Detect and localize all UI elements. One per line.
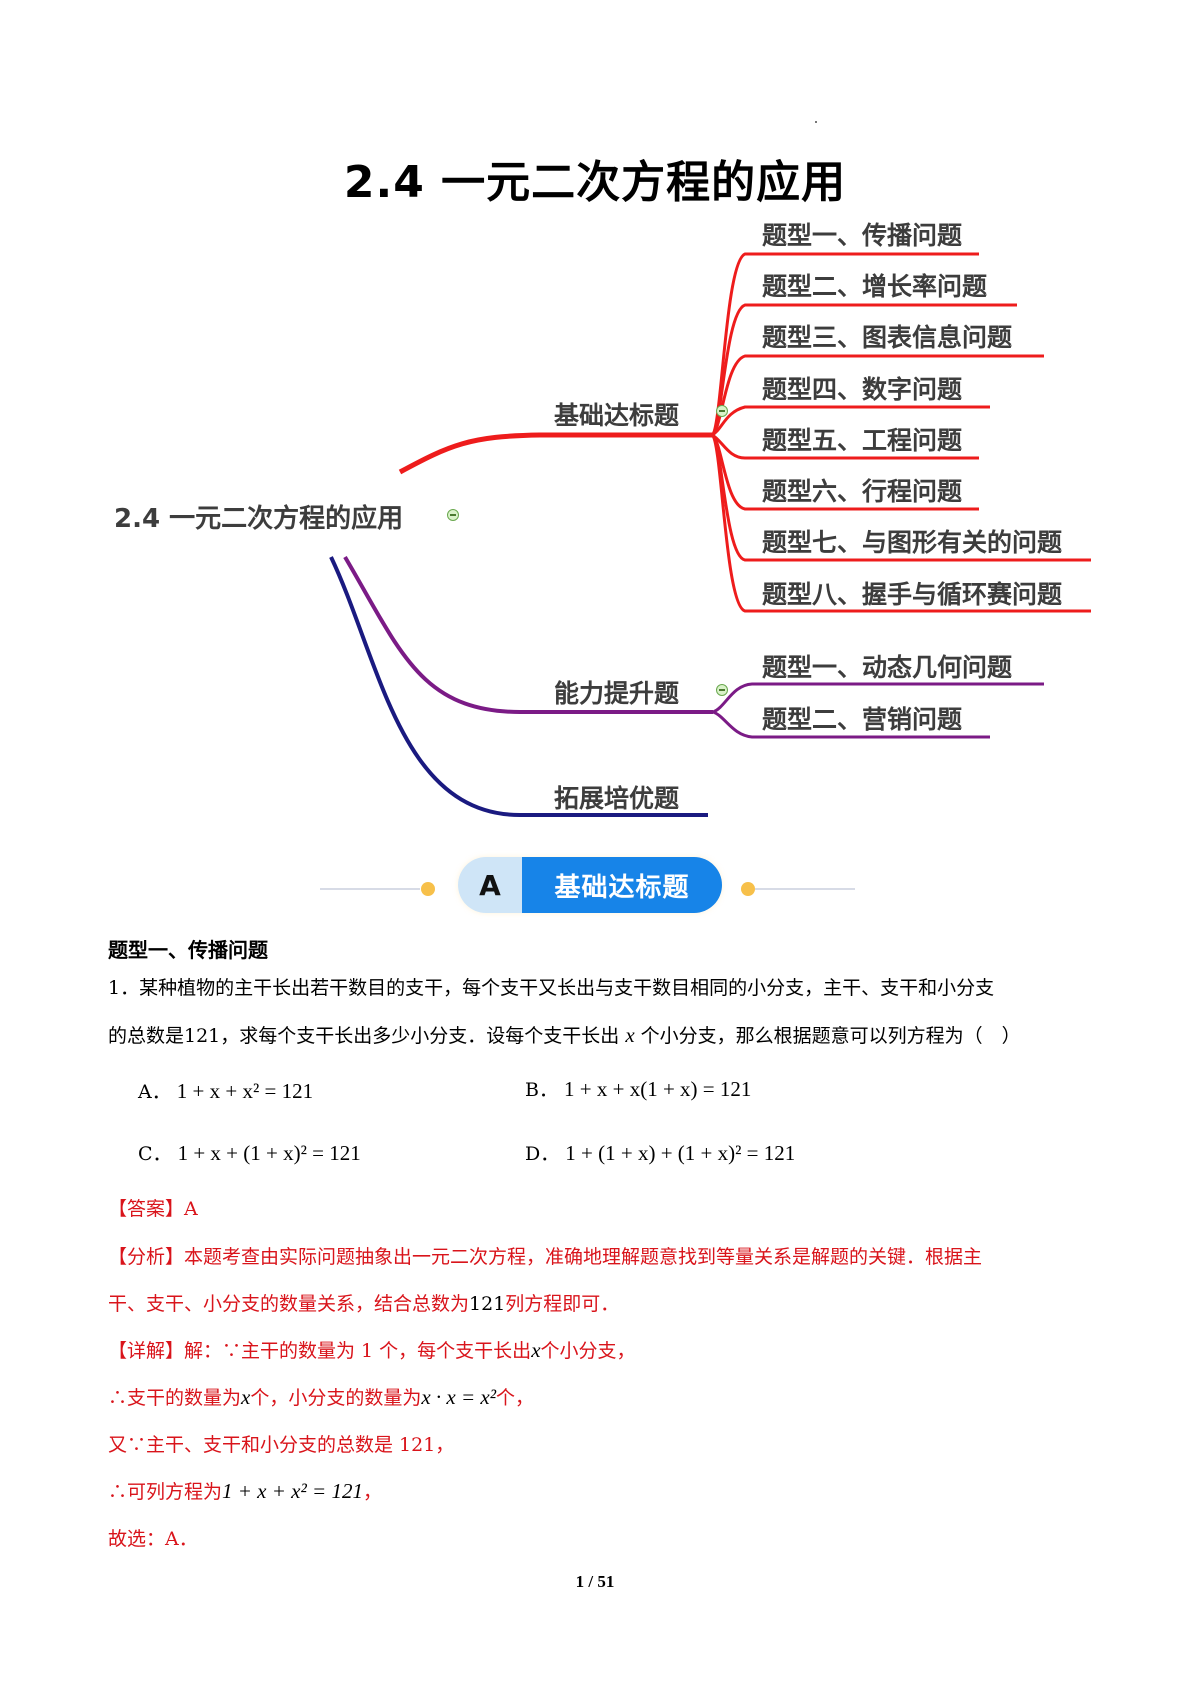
analysis-line-2: 干、支干、小分支的数量关系，结合总数为121列方程即可． bbox=[108, 1289, 619, 1316]
variable-x: x bbox=[531, 1338, 541, 1362]
mindmap-branch-advanced: 能力提升题 bbox=[554, 679, 680, 708]
banner-label: 基础达标题 bbox=[522, 857, 722, 913]
banner-letter: A bbox=[458, 857, 522, 913]
collapse-icon-basic[interactable] bbox=[716, 405, 728, 417]
banner-dot-right bbox=[741, 882, 755, 896]
detail-text: ∴支干的数量为 bbox=[108, 1387, 242, 1409]
stray-dot bbox=[815, 121, 817, 123]
analysis-text: 本题考查由实际问题抽象出一元二次方程，准确地理解题意找到等量关系是解题的关键．根… bbox=[184, 1246, 983, 1268]
answer-tag: 【答案】 bbox=[108, 1198, 185, 1220]
mindmap-item: 题型八、握手与循环赛问题 bbox=[762, 580, 1063, 609]
mindmap-branch-basic: 基础达标题 bbox=[554, 401, 680, 430]
collapse-icon-advanced[interactable] bbox=[716, 684, 728, 696]
conclusion-line: 故选：A． bbox=[108, 1528, 198, 1550]
mindmap-item: 题型二、营销问题 bbox=[762, 705, 963, 734]
mindmap-item: 题型六、行程问题 bbox=[762, 477, 963, 506]
detail-tag: 【详解】 bbox=[108, 1340, 185, 1362]
option-d[interactable]: D． 1 + (1 + x) + (1 + x)² = 121 bbox=[525, 1139, 795, 1166]
answer-value: A bbox=[184, 1198, 198, 1220]
mindmap-item: 题型二、增长率问题 bbox=[762, 272, 988, 301]
mindmap-item: 题型五、工程问题 bbox=[762, 426, 963, 455]
detail-text: 解：∵主干的数量为 1 个，每个支干长出 bbox=[184, 1340, 532, 1362]
detail-text: ∴可列方程为 bbox=[108, 1481, 223, 1503]
page-title: 2.4 一元二次方程的应用 bbox=[343, 157, 847, 208]
collapse-icon-root[interactable] bbox=[447, 509, 459, 521]
option-expr: 1 + (1 + x) + (1 + x)² = 121 bbox=[565, 1141, 796, 1165]
banner-divider-right bbox=[755, 888, 855, 890]
mindmap-root: 2.4 一元二次方程的应用 bbox=[114, 504, 404, 534]
detail-text: 个， bbox=[496, 1387, 535, 1409]
analysis-tag: 【分析】 bbox=[108, 1246, 185, 1268]
detail-line-2: ∴支干的数量为x个，小分支的数量为x · x = x²个， bbox=[108, 1383, 534, 1410]
detail-line-1: 【详解】解：∵主干的数量为 1 个，每个支干长出x个小分支， bbox=[108, 1336, 636, 1363]
variable-x: x bbox=[625, 1023, 635, 1047]
detail-line-4: ∴可列方程为1 + x + x² = 121， bbox=[108, 1477, 382, 1504]
detail-expr: 1 + x + x² = 121 bbox=[222, 1479, 363, 1503]
detail-text: ， bbox=[362, 1481, 382, 1503]
question-text: 的总数是121，求每个支干长出多少小分支．设每个支干长出 bbox=[108, 1025, 626, 1047]
mindmap-item: 题型一、动态几何问题 bbox=[762, 653, 1013, 682]
option-c[interactable]: C． 1 + x + (1 + x)² = 121 bbox=[138, 1139, 361, 1166]
option-a[interactable]: A． 1 + x + x² = 121 bbox=[138, 1077, 313, 1104]
analysis-text: 干、支干、小分支的数量关系，结合总数为 bbox=[108, 1293, 470, 1315]
section-heading: 题型一、传播问题 bbox=[108, 938, 268, 962]
analysis-number: 121 bbox=[469, 1293, 506, 1315]
option-key: C． bbox=[138, 1143, 172, 1165]
option-key: D． bbox=[525, 1143, 560, 1165]
question-line-2: 的总数是121，求每个支干长出多少小分支．设每个支干长出 x 个小分支，那么根据… bbox=[108, 1021, 1021, 1048]
mindmap-connectors bbox=[329, 252, 1091, 817]
analysis-text: 列方程即可． bbox=[505, 1293, 620, 1315]
question-text: 个小分支，那么根据题意可以列方程为（ ） bbox=[634, 1025, 1021, 1047]
detail-expr: x · x = x² bbox=[421, 1385, 497, 1409]
question-line-1: 1．某种植物的主干长出若干数目的支干，每个支干又长出与支干数目相同的小分支，主干… bbox=[108, 977, 995, 999]
option-key: B． bbox=[525, 1079, 558, 1101]
analysis-line-1: 【分析】本题考查由实际问题抽象出一元二次方程，准确地理解题意找到等量关系是解题的… bbox=[108, 1242, 982, 1269]
detail-line-3: 又∵主干、支干和小分支的总数是 121， bbox=[108, 1434, 455, 1456]
mindmap-item: 题型三、图表信息问题 bbox=[762, 323, 1013, 352]
mindmap-item: 题型四、数字问题 bbox=[762, 375, 963, 404]
option-expr: 1 + x + (1 + x)² = 121 bbox=[177, 1141, 361, 1165]
option-expr: 1 + x + x² = 121 bbox=[176, 1079, 314, 1103]
detail-text: 个，小分支的数量为 bbox=[250, 1387, 422, 1409]
banner-dot-left bbox=[421, 882, 435, 896]
answer-line: 【答案】A bbox=[108, 1194, 198, 1221]
option-b[interactable]: B． 1 + x + x(1 + x) = 121 bbox=[525, 1075, 751, 1102]
option-expr: 1 + x + x(1 + x) = 121 bbox=[564, 1077, 752, 1101]
mindmap-branch-extension: 拓展培优题 bbox=[554, 784, 680, 813]
banner-divider-left bbox=[320, 888, 420, 890]
variable-x: x bbox=[241, 1385, 251, 1409]
detail-text: 个小分支， bbox=[540, 1340, 636, 1362]
page-indicator: 1 / 51 bbox=[575, 1572, 615, 1591]
mindmap-item: 题型七、与图形有关的问题 bbox=[762, 528, 1063, 557]
mindmap-item: 题型一、传播问题 bbox=[762, 221, 963, 250]
section-banner: A 基础达标题 bbox=[458, 857, 722, 913]
option-key: A． bbox=[138, 1081, 171, 1103]
